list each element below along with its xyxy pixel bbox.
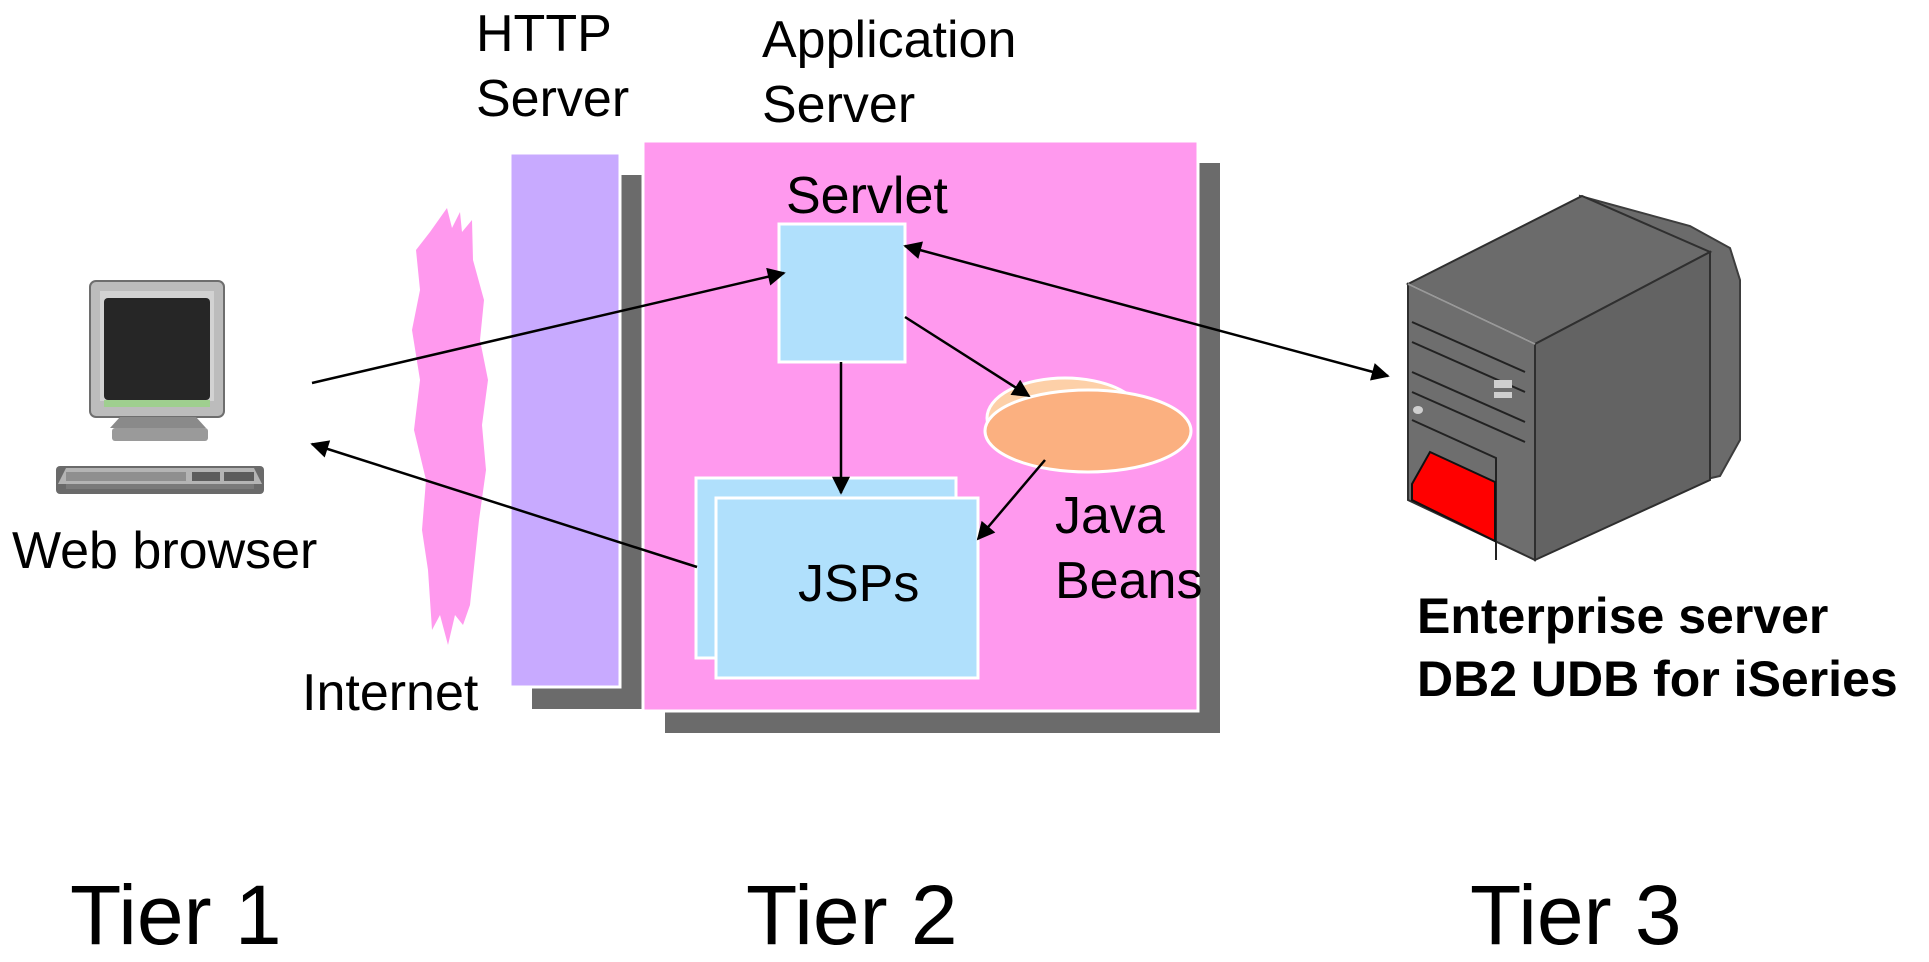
jsp-page-front — [714, 496, 980, 680]
java-beans-label: Java Beans — [1055, 484, 1202, 614]
web-browser-label: Web browser — [12, 522, 318, 580]
arrow-beans-to-jsps — [976, 459, 1046, 541]
tier-1-label: Tier 1 — [70, 868, 282, 962]
java-bean-front — [983, 388, 1193, 474]
tier-2-label: Tier 2 — [746, 868, 958, 962]
app-server-label-line2: Server — [762, 76, 916, 134]
arrow-browser-to-servlet — [311, 267, 786, 385]
enterprise-server-label-line2: DB2 UDB for iSeries — [1417, 650, 1898, 707]
tower-server-icon — [1405, 194, 1741, 562]
tier-3-label: Tier 3 — [1470, 868, 1682, 962]
jsps-label: JSPs — [798, 555, 920, 613]
app-server-label-line1: Application — [762, 11, 1017, 69]
enterprise-server-label: Enterprise server DB2 UDB for iSeries — [1417, 585, 1898, 710]
architecture-diagram — [56, 139, 1741, 733]
enterprise-server-label-line1: Enterprise server — [1417, 588, 1829, 644]
java-beans-label-line1: Java — [1055, 487, 1165, 545]
http-server-label-line1: HTTP — [476, 5, 612, 63]
app-server-label: Application Server — [762, 8, 1016, 138]
http-server-label: HTTP Server — [476, 2, 629, 132]
flow-arrows — [310, 241, 1390, 569]
internet-label: Internet — [302, 664, 479, 722]
http-server-panel — [508, 151, 622, 689]
http-server-label-line2: Server — [476, 70, 630, 128]
server-accent-panel — [1411, 450, 1496, 543]
java-beans-label-line2: Beans — [1055, 552, 1203, 610]
arrow-servlet-to-beans — [904, 315, 1031, 398]
arrow-jsps-to-browser — [310, 440, 698, 569]
arrow-servlet-to-enterprise — [903, 241, 1390, 381]
servlet-label: Servlet — [786, 167, 948, 225]
servlet-box — [777, 222, 907, 364]
internet-cloud-icon — [412, 208, 488, 645]
desktop-computer-icon — [56, 280, 264, 494]
